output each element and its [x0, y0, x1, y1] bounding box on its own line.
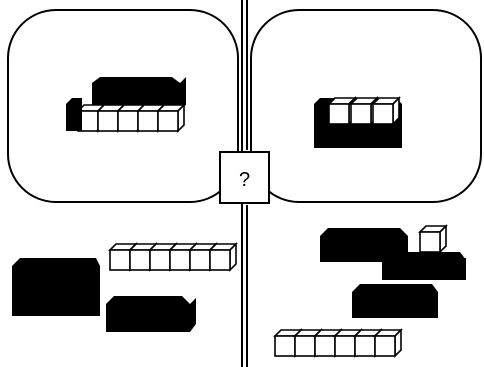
black-block-icon	[66, 98, 82, 131]
white-cube-row-icon	[78, 105, 184, 131]
black-block-icon	[106, 296, 196, 332]
white-cube-row-icon	[275, 330, 401, 356]
white-cube-row-icon	[329, 98, 399, 124]
question-mark: ?	[239, 169, 250, 191]
white-cube-row-icon	[110, 244, 236, 270]
black-block-icon	[12, 258, 100, 316]
black-block-icon	[92, 77, 186, 109]
black-block-icon	[352, 284, 438, 318]
white-cube-icon	[420, 226, 446, 252]
